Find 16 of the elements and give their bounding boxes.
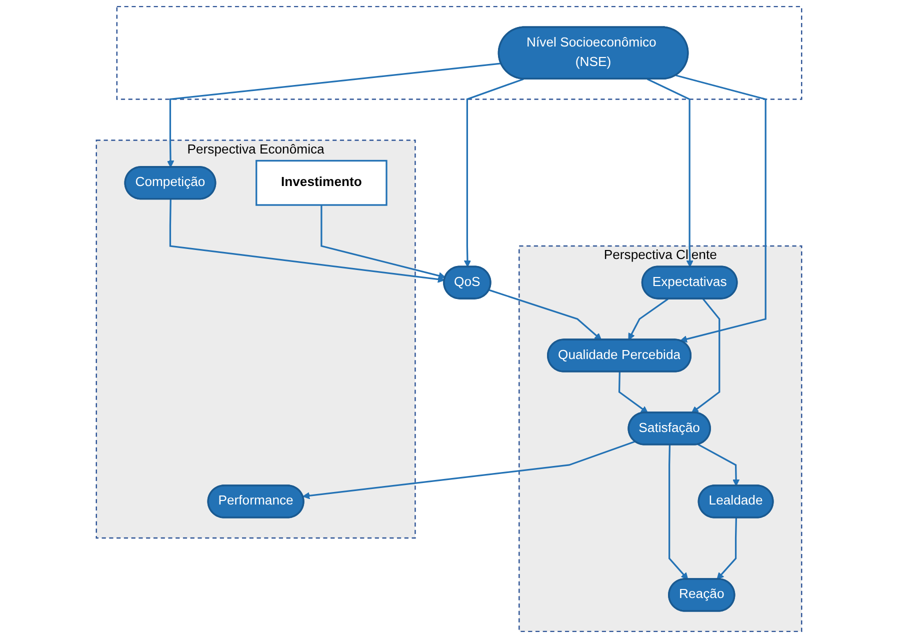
arrow	[716, 518, 737, 580]
arrow	[169, 199, 445, 283]
arrow	[647, 78, 694, 268]
arrow	[628, 298, 668, 340]
arrow	[302, 440, 636, 500]
arrow	[320, 205, 446, 280]
arrow	[464, 78, 524, 268]
cluster	[116, 6, 802, 100]
arrow	[668, 444, 688, 580]
arrow	[698, 444, 740, 486]
arrow	[618, 372, 648, 414]
arrow	[488, 289, 602, 340]
node-box: Investimento	[256, 160, 388, 206]
arrow	[676, 74, 766, 343]
arrow	[166, 62, 502, 168]
arrow	[691, 298, 720, 414]
